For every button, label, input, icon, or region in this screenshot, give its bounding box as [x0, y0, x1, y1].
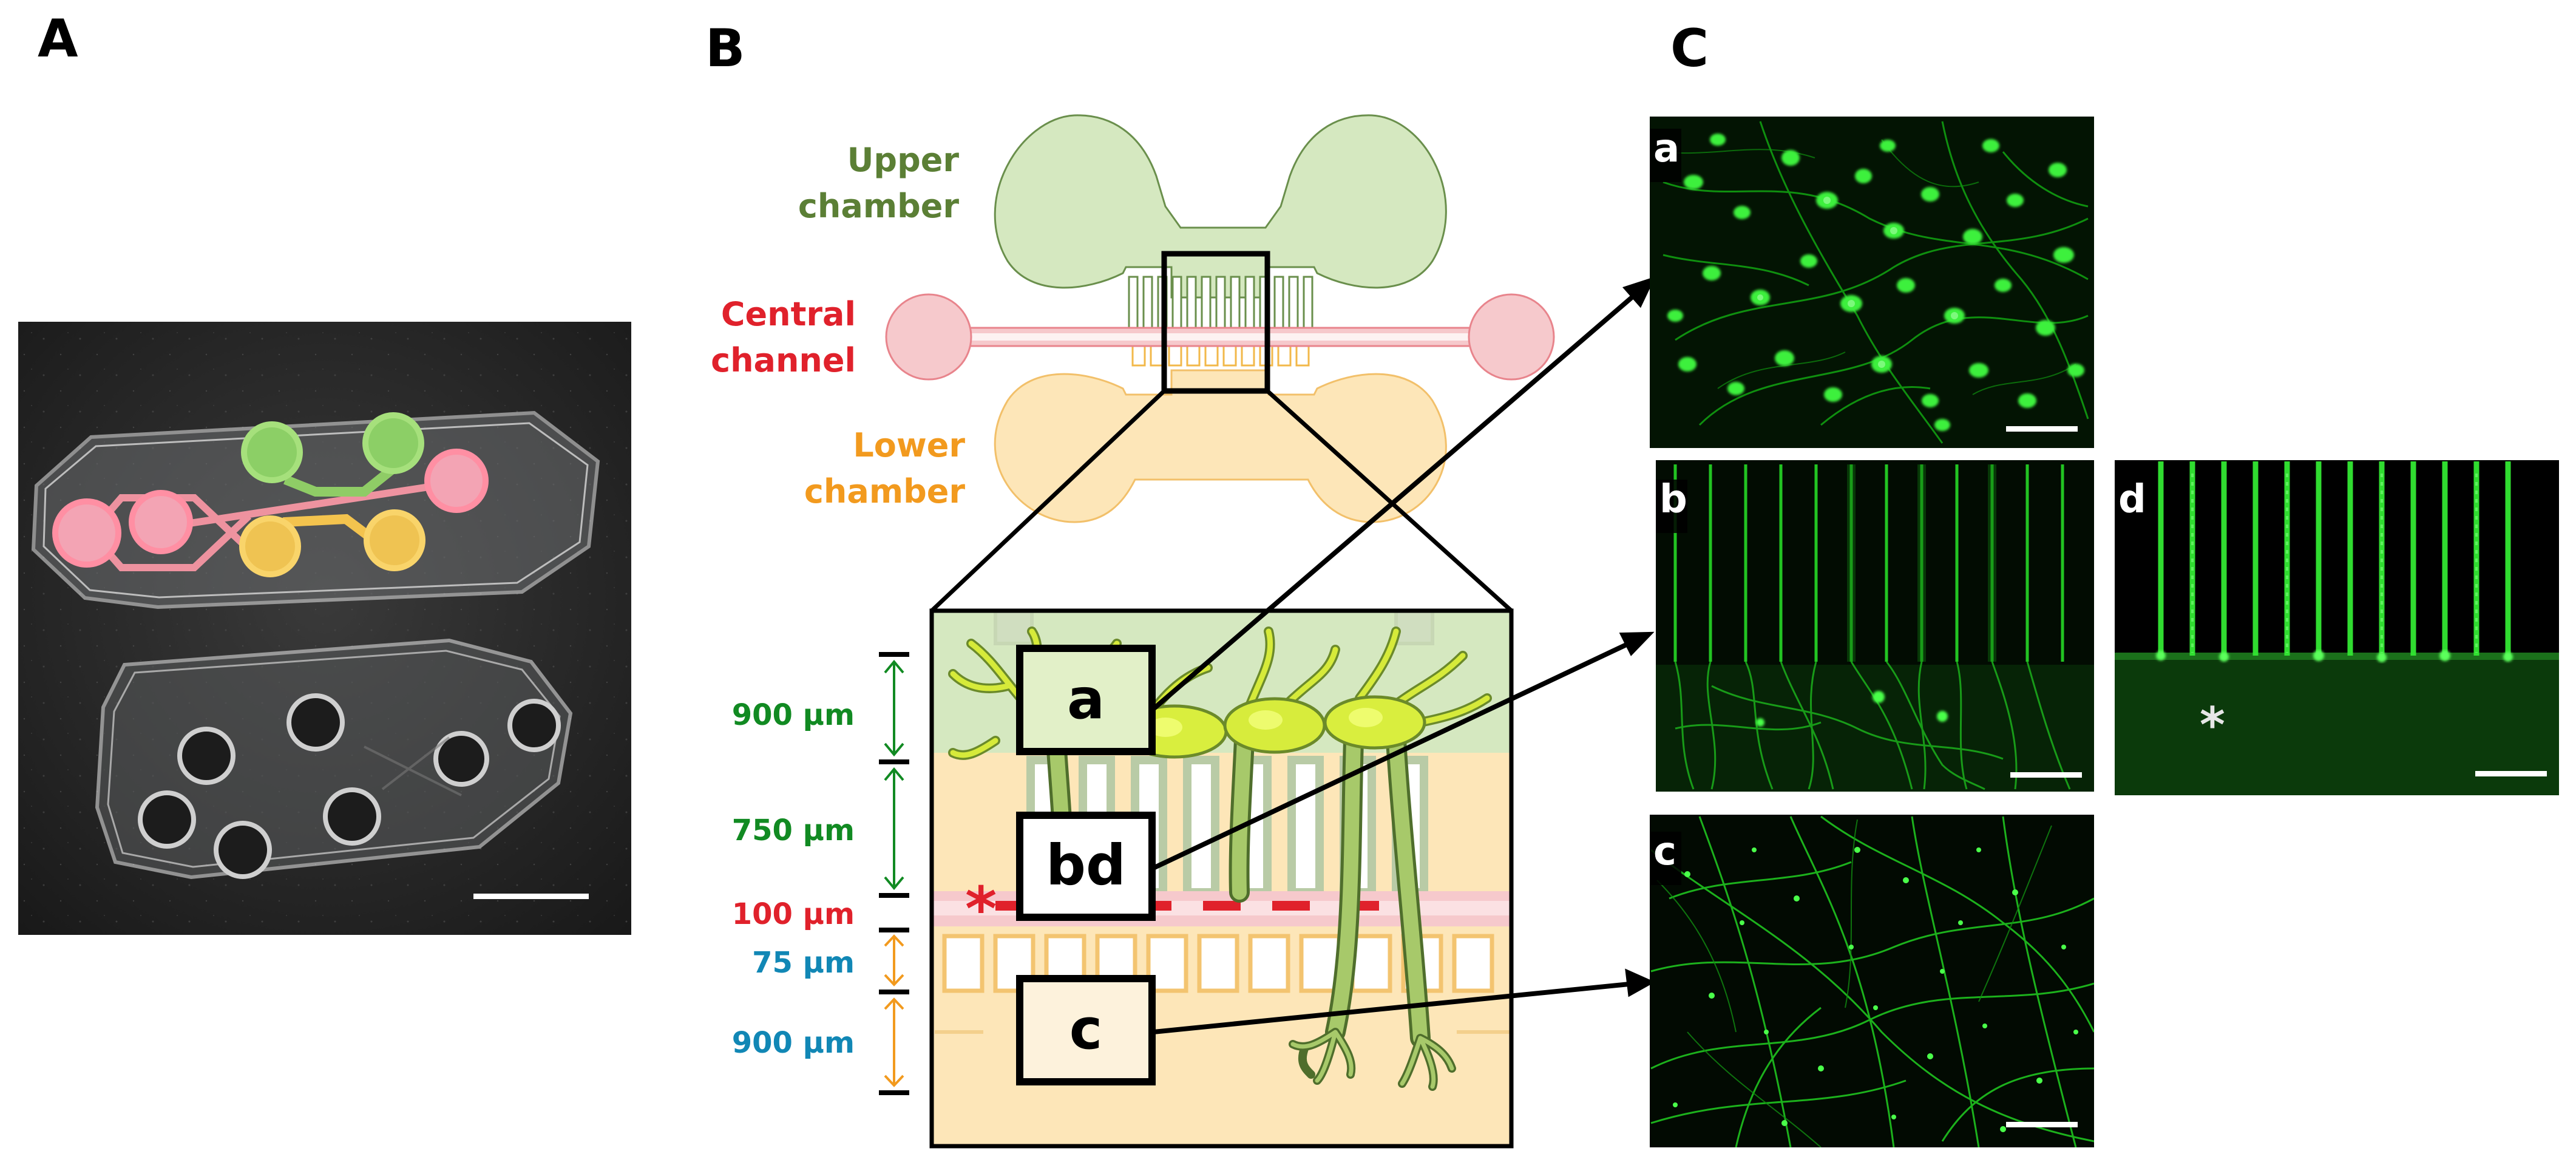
- micrograph-a-label: a: [1653, 126, 1680, 171]
- dimension-label-upper-chamber: 900 µm: [731, 698, 855, 732]
- dimension-label-lower-channels: 75 µm: [752, 946, 855, 980]
- micrograph-c-label: c: [1653, 829, 1676, 874]
- central-channel-shape: [885, 293, 1555, 381]
- central-channel-label: Central channel: [613, 291, 856, 384]
- zoom-box-a-label: a: [1066, 667, 1105, 732]
- micrograph-d: [2115, 460, 2559, 795]
- micrograph-d-label: d: [2118, 477, 2146, 522]
- micrograph-a: [1650, 117, 2094, 448]
- central-channel-asterisk: *: [965, 874, 997, 945]
- lower-chamber-shape: [994, 369, 1447, 523]
- dimension-bars: [879, 652, 909, 1095]
- upper-chamber-label-line1: Upper: [847, 141, 959, 179]
- upper-chamber-label-line2: chamber: [798, 187, 959, 225]
- micrograph-b: [1656, 460, 2094, 792]
- dimension-label-lower-chamber: 900 µm: [731, 1026, 855, 1060]
- micrograph-d-asterisk: *: [2200, 697, 2225, 753]
- micrograph-c: [1650, 815, 2094, 1147]
- central-channel-label-line1: Central: [720, 295, 856, 333]
- upper-chamber-label: Upper chamber: [716, 137, 959, 229]
- zoom-box-bd-label: bd: [1046, 833, 1126, 898]
- lower-chamber-label-line2: chamber: [804, 472, 965, 511]
- zoom-box-c-label: c: [1069, 997, 1103, 1062]
- upper-chamber-shape: [994, 114, 1447, 299]
- panel-letter-b: B: [705, 18, 745, 79]
- central-channel-label-line2: channel: [711, 341, 856, 379]
- lower-chamber-label: Lower chamber: [722, 423, 965, 515]
- dimension-label-central-channel: 100 µm: [731, 897, 855, 931]
- lower-chamber-label-line1: Lower: [853, 426, 965, 464]
- panel-letter-a: A: [38, 8, 78, 69]
- panel-letter-c: C: [1670, 18, 1709, 79]
- micrograph-b-label: b: [1659, 477, 1687, 522]
- dimension-label-upper-channels: 750 µm: [731, 813, 855, 847]
